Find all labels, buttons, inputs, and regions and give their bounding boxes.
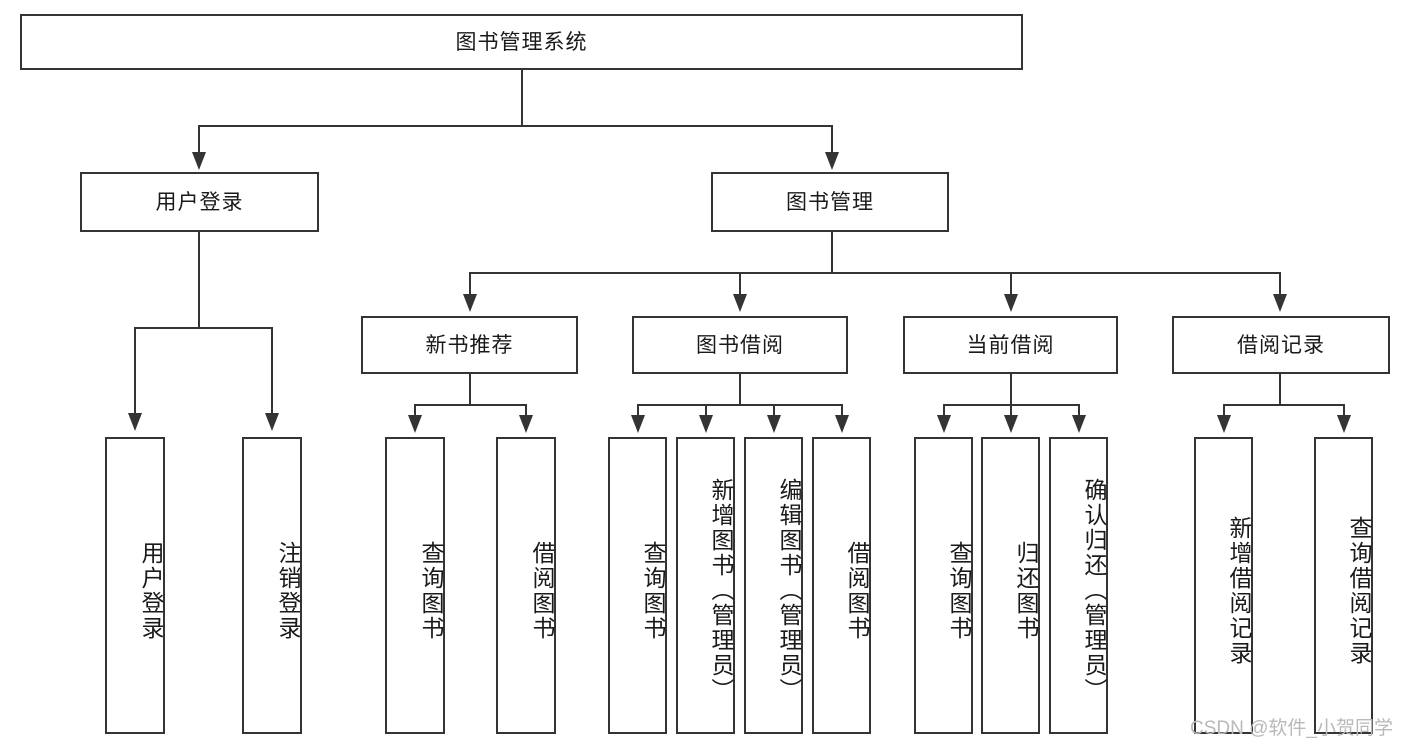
node-label: 图书管理: [786, 190, 874, 214]
connector-current-borrow-drop-3: [1078, 404, 1080, 417]
connector-book-borrow-drop-1: [637, 404, 639, 417]
connector-root-stem: [521, 70, 523, 126]
leaf-current-borrow-2[interactable]: 归还图书: [981, 437, 1040, 734]
leaf-current-borrow-1[interactable]: 查询图书: [914, 437, 973, 734]
arrowhead-bm-to-current-borrow: [1004, 294, 1018, 312]
connector-borrow-record-bar: [1223, 404, 1343, 406]
node-borrow-record[interactable]: 借阅记录: [1172, 316, 1390, 374]
arrowhead-book-borrow-leaf-2: [699, 415, 713, 433]
connector-book-management-stem: [831, 232, 833, 274]
leaf-new-book-1[interactable]: 查询图书: [385, 437, 445, 734]
connector-user-login-drop-2: [271, 327, 273, 415]
connector-borrow-record-drop-2: [1343, 404, 1345, 417]
leaf-book-borrow-2[interactable]: 新增图书（管理员）: [676, 437, 735, 734]
leaf-book-borrow-1[interactable]: 查询图书: [608, 437, 667, 734]
node-label: 查询图书: [418, 540, 444, 641]
node-label: 注销登录: [275, 540, 301, 641]
arrowhead-borrow-record-leaf-1: [1217, 415, 1231, 433]
node-label: 新书推荐: [425, 333, 514, 357]
leaf-user-login-1[interactable]: 用户登录: [105, 437, 165, 734]
connector-current-borrow-stem: [1010, 374, 1012, 406]
connector-new-book-drop-2: [525, 404, 527, 417]
node-book-management[interactable]: 图书管理: [711, 172, 949, 232]
node-book-borrow[interactable]: 图书借阅: [632, 316, 848, 374]
connector-new-book-bar: [414, 404, 525, 406]
connector-book-borrow-stem: [739, 374, 741, 406]
node-label: 查询借阅记录: [1346, 515, 1372, 666]
node-label: 新增图书（管理员）: [708, 478, 734, 703]
arrowhead-bm-to-book-borrow: [733, 294, 747, 312]
connector-bm-drop-4: [1279, 272, 1281, 296]
node-label: 借阅图书: [529, 540, 555, 641]
watermark-text: CSDN @软件_小贺同学: [1190, 718, 1393, 739]
arrowhead-new-book-leaf-1: [408, 415, 422, 433]
node-root-book-management-system[interactable]: 图书管理系统: [20, 14, 1023, 70]
connector-user-login-drop-1: [134, 327, 136, 415]
node-new-book-recommendation[interactable]: 新书推荐: [361, 316, 578, 374]
leaf-borrow-record-1[interactable]: 新增借阅记录: [1194, 437, 1253, 734]
arrowhead-current-borrow-leaf-3: [1072, 415, 1086, 433]
node-label: 编辑图书（管理员）: [776, 478, 802, 703]
node-label: 借阅记录: [1237, 333, 1325, 357]
connector-book-borrow-drop-4: [841, 404, 843, 417]
connector-bm-drop-2: [739, 272, 741, 296]
connector-new-book-stem: [469, 374, 471, 406]
node-user-login[interactable]: 用户登录: [80, 172, 319, 232]
arrowhead-root-to-book-management: [825, 152, 839, 170]
leaf-book-borrow-4[interactable]: 借阅图书: [812, 437, 871, 734]
connector-current-borrow-drop-2: [1010, 404, 1012, 417]
arrowhead-user-login-leaf-1: [128, 413, 142, 431]
arrowhead-book-borrow-leaf-1: [631, 415, 645, 433]
arrowhead-book-borrow-leaf-4: [835, 415, 849, 433]
node-label: 用户登录: [138, 540, 164, 641]
leaf-current-borrow-3[interactable]: 确认归还（管理员）: [1049, 437, 1108, 734]
connector-user-login-stem: [198, 232, 200, 329]
arrowhead-bm-to-new-book: [463, 294, 477, 312]
connector-book-borrow-drop-2: [705, 404, 707, 417]
arrowhead-user-login-leaf-2: [265, 413, 279, 431]
arrowhead-book-borrow-leaf-3: [767, 415, 781, 433]
node-label: 当前借阅: [966, 333, 1055, 357]
connector-root-to-book-management: [831, 125, 833, 154]
connector-root-bar: [198, 125, 833, 127]
arrowhead-root-to-user-login: [192, 152, 206, 170]
leaf-borrow-record-2[interactable]: 查询借阅记录: [1314, 437, 1373, 734]
node-label: 确认归还（管理员）: [1081, 478, 1107, 703]
connector-root-to-user-login: [198, 125, 200, 154]
connector-book-borrow-drop-3: [773, 404, 775, 417]
connector-book-borrow-bar: [637, 404, 841, 406]
node-label: 归还图书: [1013, 540, 1039, 641]
csdn-watermark: CSDN @软件_小贺同学: [1190, 713, 1393, 740]
leaf-new-book-2[interactable]: 借阅图书: [496, 437, 556, 734]
node-label: 借阅图书: [844, 540, 870, 641]
node-label: 新增借阅记录: [1226, 515, 1252, 666]
node-label: 用户登录: [155, 190, 244, 214]
node-label: 图书管理系统: [455, 30, 588, 54]
connector-current-borrow-drop-1: [943, 404, 945, 417]
connector-new-book-drop-1: [414, 404, 416, 417]
leaf-user-login-2[interactable]: 注销登录: [242, 437, 302, 734]
connector-borrow-record-drop-1: [1223, 404, 1225, 417]
arrowhead-borrow-record-leaf-2: [1337, 415, 1351, 433]
node-current-borrow[interactable]: 当前借阅: [903, 316, 1118, 374]
connector-bm-drop-3: [1010, 272, 1012, 296]
arrowhead-bm-to-borrow-record: [1273, 294, 1287, 312]
connector-bm-drop-1: [469, 272, 471, 296]
arrowhead-current-borrow-leaf-1: [937, 415, 951, 433]
connector-borrow-record-stem: [1279, 374, 1281, 406]
arrowhead-new-book-leaf-2: [519, 415, 533, 433]
connector-book-management-bar: [469, 272, 1281, 274]
node-label: 查询图书: [640, 540, 666, 641]
node-label: 查询图书: [946, 540, 972, 641]
connector-user-login-bar: [134, 327, 271, 329]
arrowhead-current-borrow-leaf-2: [1004, 415, 1018, 433]
leaf-book-borrow-3[interactable]: 编辑图书（管理员）: [744, 437, 803, 734]
node-label: 图书借阅: [696, 333, 784, 357]
